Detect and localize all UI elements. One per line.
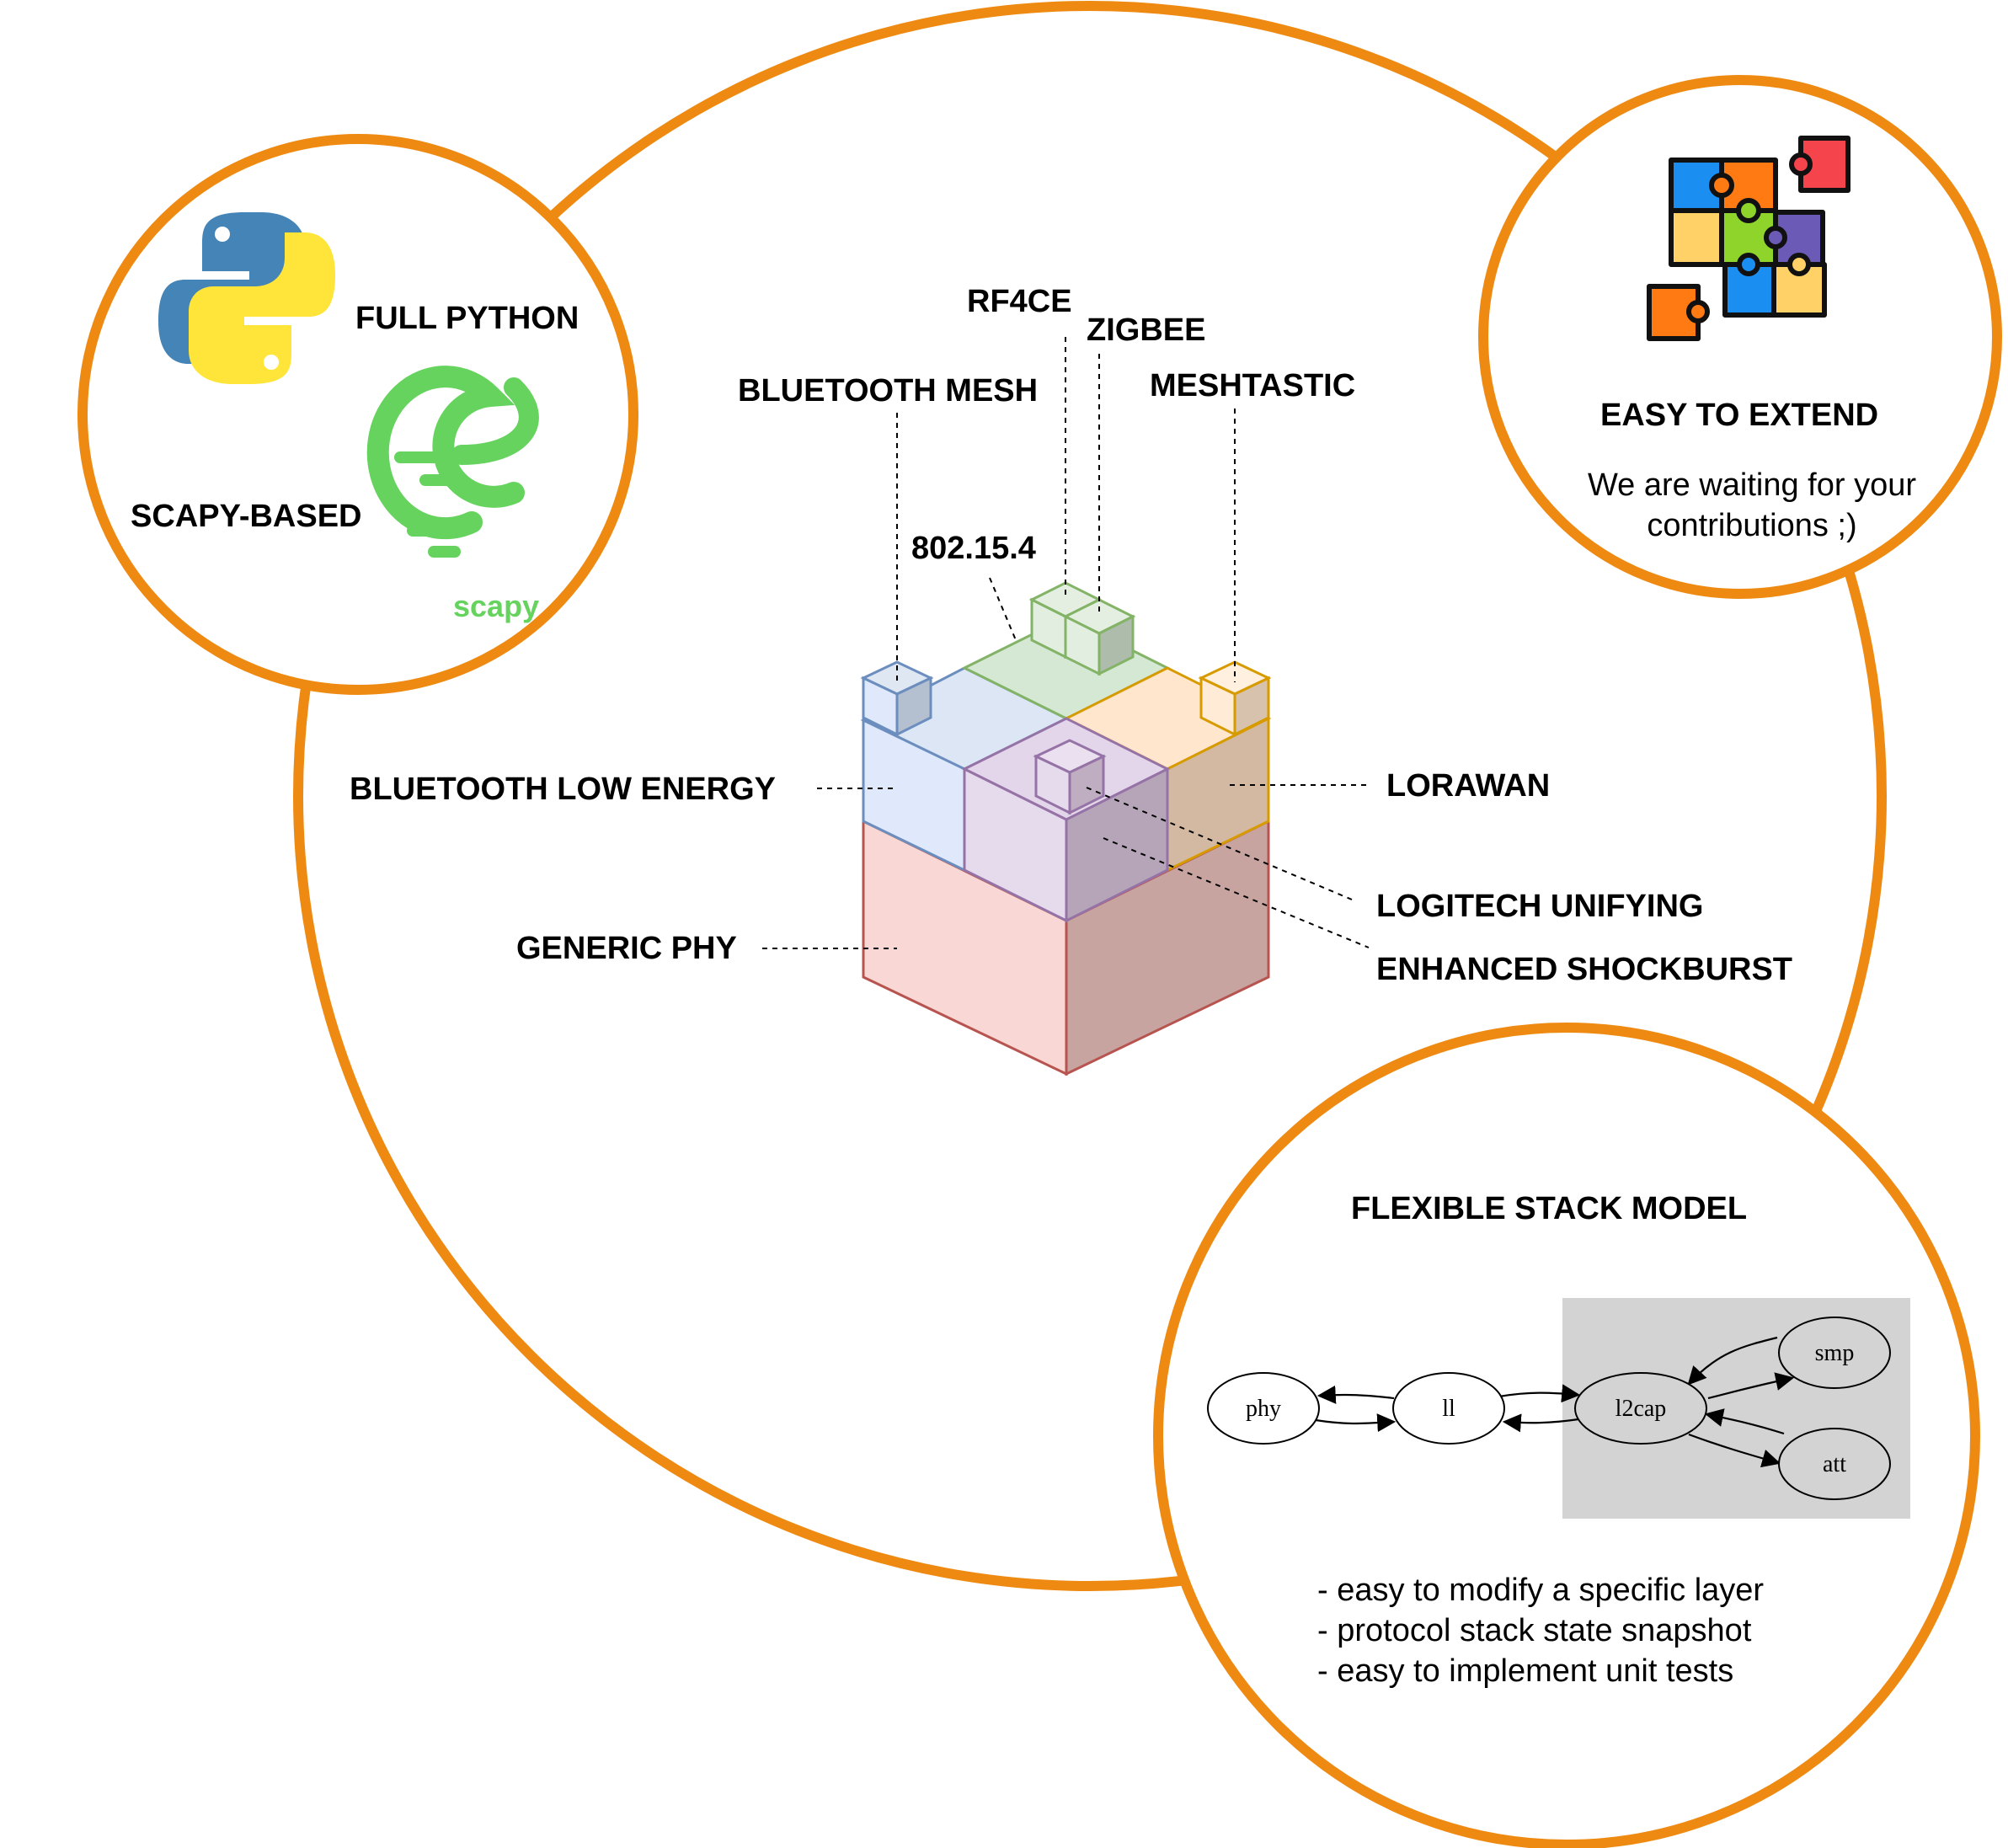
label-bluetooth-mesh: BLUETOOTH MESH xyxy=(738,373,1038,409)
python-circle: FULL PYTHON scapy SCAPY-BASED xyxy=(77,134,638,695)
svg-text:att: att xyxy=(1823,1451,1846,1477)
label-lorawan: LORAWAN xyxy=(1386,768,1550,804)
label-logitech: LOGITECH UNIFYING xyxy=(1376,889,1703,924)
stack-bullet-2: - protocol stack state snapshot xyxy=(1317,1613,1752,1648)
extend-circle: EASY TO EXTEND We are waiting for your c… xyxy=(1478,75,2002,599)
full-python-label: FULL PYTHON xyxy=(355,301,579,336)
label-rf4ce: RF4CE xyxy=(967,284,1072,319)
extend-line-2: contributions ;) xyxy=(1647,508,1856,543)
center-labels: RF4CE ZIGBEE BLUETOOTH MESH MESHTASTIC 8… xyxy=(350,284,1792,987)
svg-text:l2cap: l2cap xyxy=(1615,1396,1667,1422)
extend-line-1: We are waiting for your xyxy=(1588,467,1916,503)
svg-text:phy: phy xyxy=(1246,1396,1281,1422)
stack-circle: FLEXIBLE STACK MODEL phy ll l2cap xyxy=(1153,1023,1980,1848)
stack-graph-edges xyxy=(1315,1336,1795,1468)
node-phy: phy xyxy=(1207,1372,1320,1445)
scapy-logo-text: scapy xyxy=(453,589,539,623)
svg-text:ll: ll xyxy=(1442,1396,1455,1422)
scapy-logo-icon: scapy xyxy=(366,366,539,623)
scapy-based-label: SCAPY-BASED xyxy=(131,499,362,534)
leader-lines xyxy=(762,337,1370,949)
label-802154: 802.15.4 xyxy=(911,531,1036,566)
node-smp: smp xyxy=(1778,1317,1891,1389)
svg-text:smp: smp xyxy=(1815,1340,1855,1366)
python-logo-icon xyxy=(158,212,335,384)
label-meshtastic: MESHTASTIC xyxy=(1150,368,1355,403)
node-l2cap: l2cap xyxy=(1574,1372,1707,1445)
stack-title: FLEXIBLE STACK MODEL xyxy=(1351,1191,1747,1226)
extend-title: EASY TO EXTEND xyxy=(1600,398,1878,433)
label-esb: ENHANCED SHOCKBURST xyxy=(1376,952,1792,987)
stack-bullet-3: - easy to implement unit tests xyxy=(1317,1653,1733,1689)
label-ble: BLUETOOTH LOW ENERGY xyxy=(350,772,776,807)
node-ll: ll xyxy=(1392,1372,1505,1445)
stack-bullet-1: - easy to modify a specific layer xyxy=(1317,1573,1764,1608)
protocol-cube xyxy=(860,581,1272,1076)
main-ring xyxy=(293,1,1887,1591)
label-generic-phy: GENERIC PHY xyxy=(516,931,737,966)
logitech-right-face xyxy=(1065,766,1169,923)
puzzle-icon xyxy=(1647,136,1850,341)
label-zigbee: ZIGBEE xyxy=(1087,312,1205,348)
node-att: att xyxy=(1778,1428,1891,1500)
